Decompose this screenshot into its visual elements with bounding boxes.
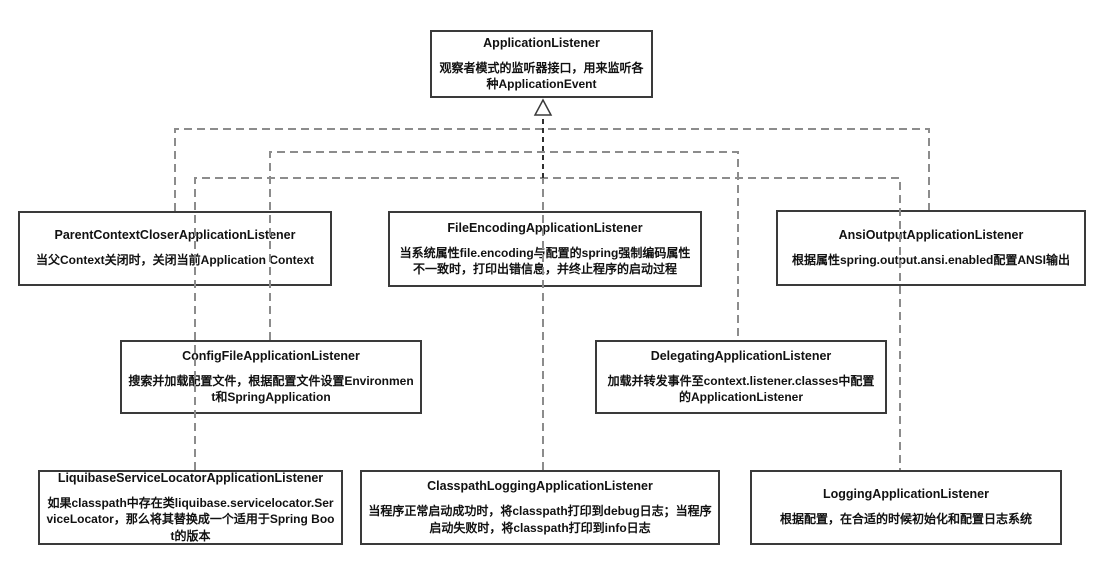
class-description: 搜索并加载配置文件，根据配置文件设置Environment和SpringAppl… <box>128 373 414 405</box>
class-box-ansi-output: AnsiOutputApplicationListener 根据属性spring… <box>776 210 1086 286</box>
class-box-delegating: DelegatingApplicationListener 加载并转发事件至co… <box>595 340 887 414</box>
class-description: 加载并转发事件至context.listener.classes中配置的Appl… <box>607 373 875 405</box>
class-name: LiquibaseServiceLocatorApplicationListen… <box>57 470 324 485</box>
class-description: 当系统属性file.encoding与配置的spring强制编码属性不一致时，打… <box>399 245 691 277</box>
class-box-logging: LoggingApplicationListener 根据配置，在合适的时候初始… <box>750 470 1062 545</box>
class-description: 根据属性spring.output.ansi.enabled配置ANSI输出 <box>791 252 1070 267</box>
class-description: 当父Context关闭时，关闭当前Application Context <box>36 253 314 268</box>
class-box-file-encoding: FileEncodingApplicationListener 当系统属性fil… <box>388 211 702 287</box>
class-name: ConfigFileApplicationListener <box>182 348 360 363</box>
class-name: ClasspathLoggingApplicationListener <box>427 479 653 493</box>
class-description: 如果classpath中存在类liquibase.servicelocator.… <box>46 495 335 543</box>
class-box-config-file: ConfigFileApplicationListener 搜索并加载配置文件，… <box>120 340 422 414</box>
class-box-application-listener: ApplicationListener 观察者模式的监听器接口，用来监听各种Ap… <box>430 30 653 98</box>
class-box-classpath-logging: ClasspathLoggingApplicationListener 当程序正… <box>360 470 720 545</box>
class-name: ApplicationListener <box>483 35 600 50</box>
class-name: AnsiOutputApplicationListener <box>838 227 1024 242</box>
hollow-triangle-arrowhead-icon <box>533 98 553 116</box>
class-name: FileEncodingApplicationListener <box>447 220 643 235</box>
class-description: 根据配置，在合适的时候初始化和配置日志系统 <box>779 512 1032 527</box>
class-box-parent-context-closer: ParentContextCloserApplicationListener 当… <box>18 211 332 286</box>
class-name: LoggingApplicationListener <box>823 487 989 502</box>
class-description: 当程序正常启动成功时，将classpath打印到debug日志；当程序启动失败时… <box>368 504 712 535</box>
class-name: ParentContextCloserApplicationListener <box>54 228 296 243</box>
class-description: 观察者模式的监听器接口，用来监听各种ApplicationEvent <box>439 60 644 92</box>
class-box-liquibase-service-locator: LiquibaseServiceLocatorApplicationListen… <box>38 470 343 545</box>
class-name: DelegatingApplicationListener <box>650 348 832 363</box>
edge-parent-and-ansi <box>174 128 930 211</box>
